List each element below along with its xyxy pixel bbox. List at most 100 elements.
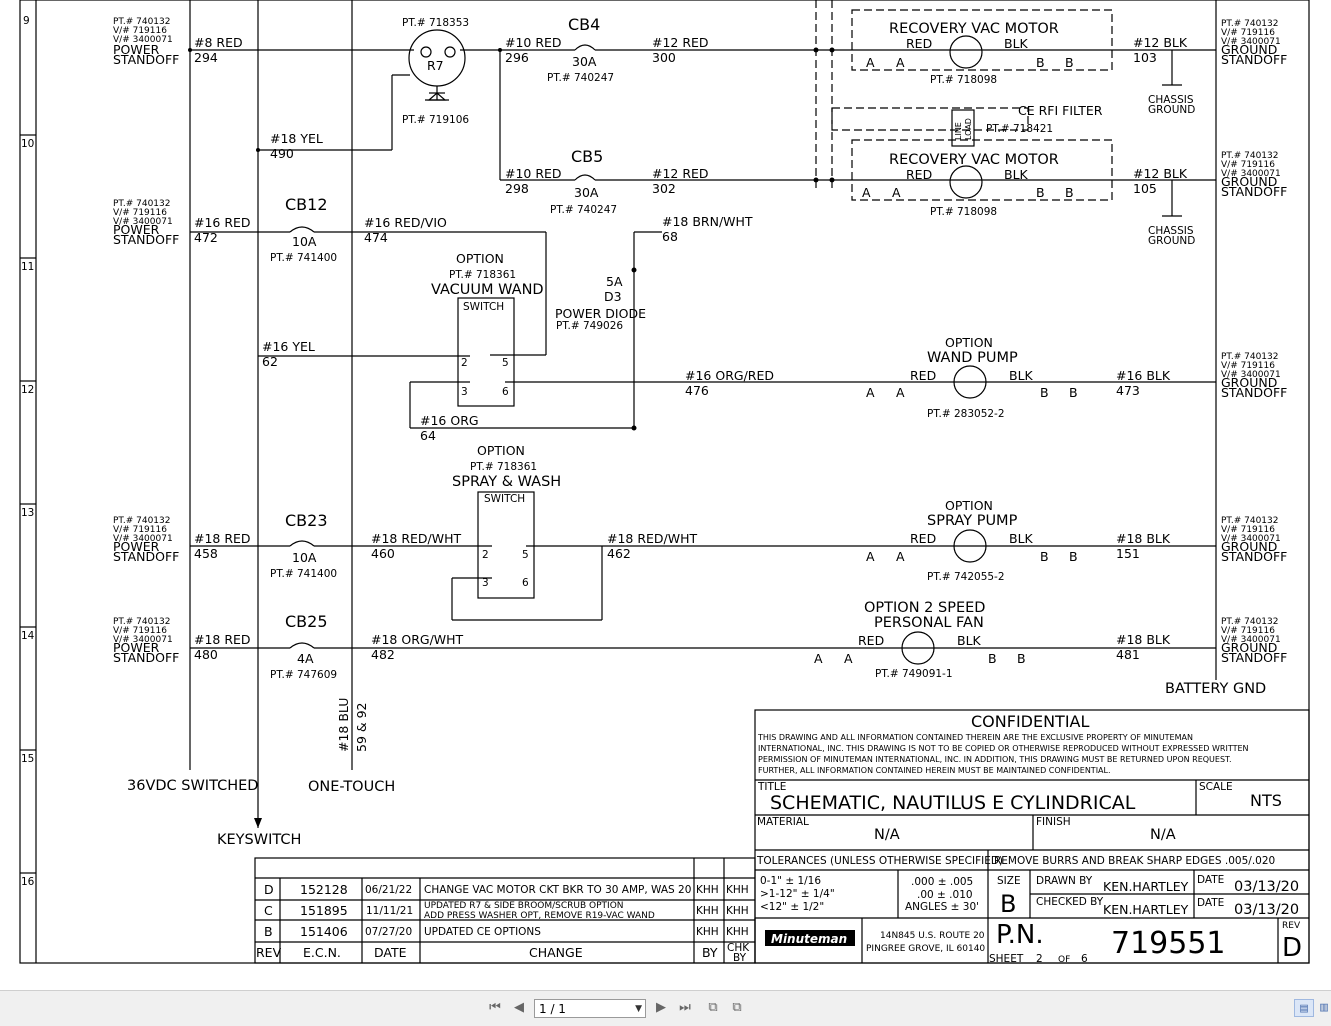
wire-number: 474 <box>364 230 388 245</box>
svg-text:PT.# 740132: PT.# 740132 <box>1221 352 1278 362</box>
chassis-ground: CHASSIS GROUND <box>1148 225 1195 247</box>
svg-text:OPTION 2 SPEED: OPTION 2 SPEED <box>864 600 985 616</box>
svg-text:5: 5 <box>522 549 529 561</box>
svg-text:Minuteman: Minuteman <box>771 932 847 946</box>
svg-text:5A: 5A <box>606 274 623 289</box>
svg-text:GROUND: GROUND <box>1221 640 1277 655</box>
wire-number: 482 <box>371 647 395 662</box>
chevron-down-icon[interactable]: ▼ <box>635 1004 642 1014</box>
svg-text:OPTION: OPTION <box>945 335 993 350</box>
svg-text:OPTION: OPTION <box>456 251 504 266</box>
wire-gauge: #12 RED <box>652 166 709 181</box>
svg-text:PT.# 740132: PT.# 740132 <box>1221 617 1278 627</box>
material-value: N/A <box>874 827 900 843</box>
svg-text:STANDOFF: STANDOFF <box>113 232 179 247</box>
wire-gauge: #10 RED <box>505 35 562 50</box>
svg-text:ANGLES ± 30': ANGLES ± 30' <box>905 901 979 913</box>
previous-view-icon[interactable]: ⧉ <box>708 1000 718 1015</box>
finish-value: N/A <box>1150 827 1176 843</box>
svg-text:PT.# 718421: PT.# 718421 <box>986 123 1053 135</box>
svg-text:STANDOFF: STANDOFF <box>1221 52 1287 67</box>
connector-b: B <box>1069 385 1078 400</box>
wire-number: 458 <box>194 546 218 561</box>
svg-text:FURTHER, ALL INFORMATION CONTA: FURTHER, ALL INFORMATION CONTAINED HEREI… <box>758 766 1111 775</box>
date-label: DATE <box>1197 874 1224 886</box>
svg-text:GROUND: GROUND <box>1221 539 1277 554</box>
breaker-cb23: CB23 10A PT.# 741400 <box>270 511 337 580</box>
svg-text:3: 3 <box>461 386 468 398</box>
checked-by-value: KEN.HARTLEY <box>1103 902 1189 917</box>
connector-a: A <box>896 549 905 564</box>
one-touch-label: ONE-TOUCH <box>308 779 395 795</box>
svg-text:D: D <box>264 882 274 897</box>
company-address: 14N845 U.S. ROUTE 20 <box>880 931 985 941</box>
two-page-view-icon[interactable]: ▥ <box>1320 1000 1328 1015</box>
svg-text:GROUND: GROUND <box>1221 42 1277 57</box>
connector-a: A <box>896 385 905 400</box>
revision-row: C 151895 11/11/21 UPDATED R7 & SIDE BROO… <box>264 901 749 921</box>
of-label: OF <box>1058 955 1070 965</box>
wire-gauge: #18 RED <box>194 531 251 546</box>
svg-text:152128: 152128 <box>300 882 348 897</box>
svg-text:PT.# 740247: PT.# 740247 <box>547 72 614 84</box>
next-view-icon[interactable]: ⧉ <box>732 1000 742 1015</box>
connector-b: B <box>1017 651 1026 666</box>
svg-text:11/11/21: 11/11/21 <box>366 905 413 917</box>
svg-text:CHANGE: CHANGE <box>529 945 583 960</box>
page-number-input[interactable]: 1 / 1 ▼ <box>534 999 646 1018</box>
wire-gauge: #8 RED <box>194 35 243 50</box>
next-page-button[interactable]: ▶ <box>656 1000 666 1015</box>
first-page-button[interactable]: ⏮ <box>489 1000 501 1015</box>
svg-text:STANDOFF: STANDOFF <box>1221 549 1287 564</box>
svg-text:PT.# 718098: PT.# 718098 <box>930 74 997 86</box>
svg-text:PT.# 749026: PT.# 749026 <box>556 320 623 332</box>
svg-text:4A: 4A <box>297 651 314 666</box>
connector-b: B <box>988 651 997 666</box>
last-page-button[interactable]: ⏭ <box>679 1000 691 1015</box>
row-number: 9 <box>23 15 30 27</box>
svg-text:V/# 719116: V/# 719116 <box>1221 361 1275 371</box>
svg-text:KHH: KHH <box>726 905 749 917</box>
svg-text:PT.# 740132: PT.# 740132 <box>1221 151 1278 161</box>
svg-text:RED: RED <box>910 368 936 383</box>
svg-text:THIS DRAWING AND ALL INFORMATI: THIS DRAWING AND ALL INFORMATION CONTAIN… <box>757 733 1193 742</box>
wire-gauge: #18 RED <box>194 632 251 647</box>
size-label: SIZE <box>997 875 1021 887</box>
wire-gauge: #18 ORG/WHT <box>371 632 464 647</box>
of-value: 6 <box>1081 953 1088 965</box>
svg-text:PT.# 740132: PT.# 740132 <box>1221 516 1278 526</box>
row-number: 11 <box>21 261 34 273</box>
svg-text:PT.# 718353: PT.# 718353 <box>402 17 469 29</box>
wire-gauge: #18 BRN/WHT <box>662 214 753 229</box>
single-page-view-icon[interactable]: ▤ <box>1294 999 1314 1017</box>
svg-text:V/# 3400071: V/# 3400071 <box>1221 534 1281 544</box>
svg-text:KHH: KHH <box>726 884 749 896</box>
wire-gauge: #18 YEL <box>270 131 323 146</box>
svg-text:V/# 3400071: V/# 3400071 <box>1221 635 1281 645</box>
connector-a: A <box>862 185 871 200</box>
svg-text:V/# 719116: V/# 719116 <box>1221 28 1275 38</box>
svg-text:RED: RED <box>906 36 932 51</box>
svg-text:30A: 30A <box>572 54 597 69</box>
wire-gauge: #18 BLK <box>1116 632 1171 647</box>
svg-text:POWER: POWER <box>113 640 160 655</box>
connector-a: A <box>866 385 875 400</box>
svg-text:GROUND: GROUND <box>1148 104 1195 116</box>
scale-label: SCALE <box>1199 781 1233 793</box>
svg-text:V/# 719116: V/# 719116 <box>113 626 167 636</box>
wire-gauge: #12 BLK <box>1133 166 1188 181</box>
svg-text:RED: RED <box>858 633 884 648</box>
svg-text:KHH: KHH <box>696 905 719 917</box>
connector-a: A <box>814 651 823 666</box>
sheet-label: SHEET <box>989 953 1024 965</box>
connector-b: B <box>1036 55 1045 70</box>
tolerances-label: TOLERANCES (UNLESS OTHERWISE SPECIFIED) <box>756 855 1003 867</box>
svg-text:PT.# 749091-1: PT.# 749091-1 <box>875 668 953 680</box>
connector-b: B <box>1040 549 1049 564</box>
svg-text:CB5: CB5 <box>571 147 603 166</box>
previous-page-button[interactable]: ◀ <box>514 1000 524 1015</box>
page-number-value: 1 / 1 <box>539 1002 566 1016</box>
svg-text:KHH: KHH <box>696 926 719 938</box>
